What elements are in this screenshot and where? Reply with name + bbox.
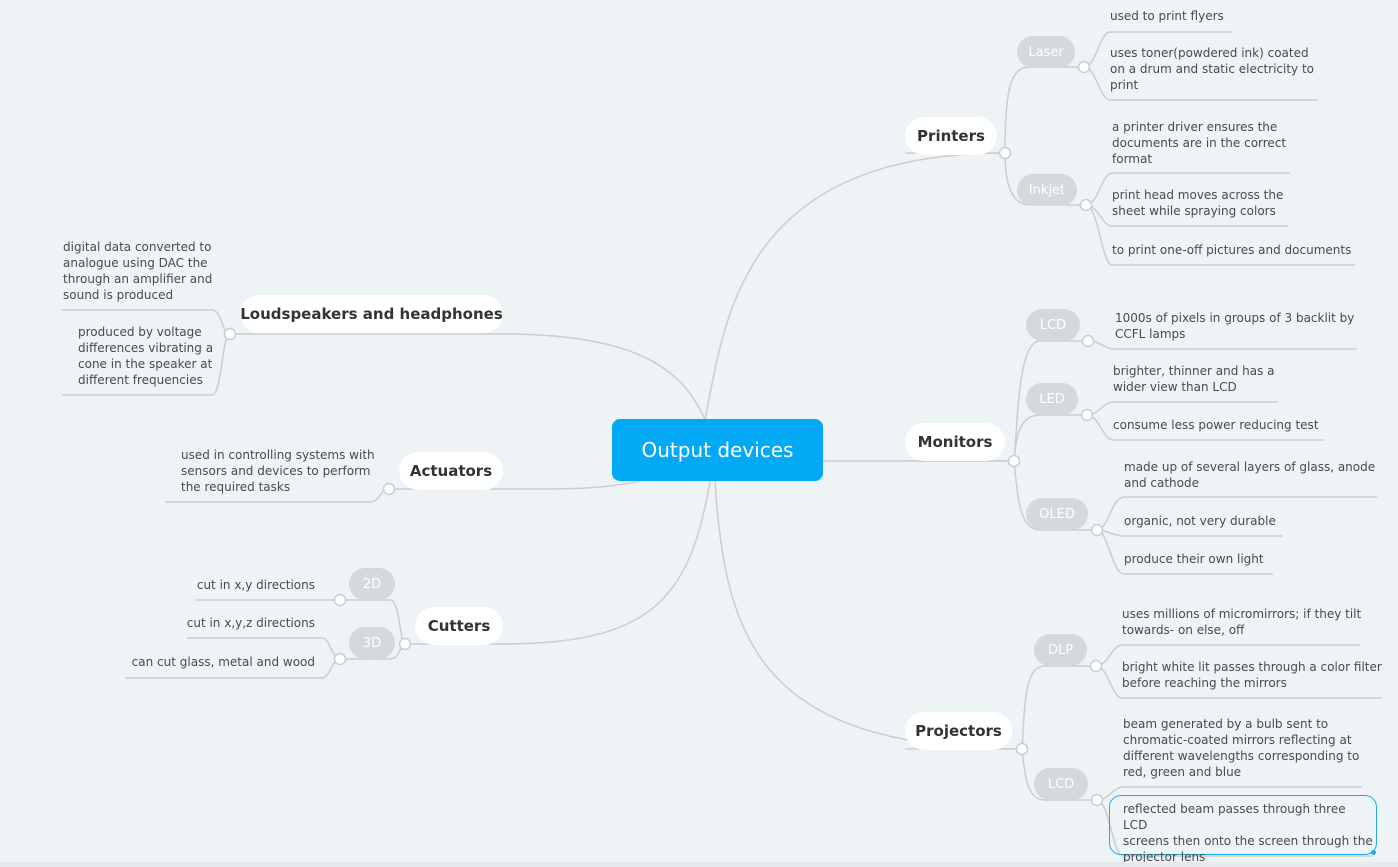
subtopic-led[interactable]: LED <box>1026 383 1078 415</box>
topic-actuators[interactable]: Actuators <box>399 452 503 490</box>
root-topic[interactable]: Output devices <box>612 419 823 481</box>
note-2d-1[interactable]: cut in x,y directions <box>196 578 315 592</box>
subtopic-laser[interactable]: Laser <box>1017 36 1075 68</box>
subtopic-oled[interactable]: OLED <box>1026 498 1088 530</box>
note-led-2[interactable]: consume less power reducing test <box>1113 418 1319 432</box>
note-projector-lcd-1[interactable]: beam generated by a bulb sent to chromat… <box>1123 717 1360 779</box>
note-loudspeakers-2[interactable]: produced by voltage differences vibratin… <box>78 325 214 387</box>
note-loudspeakers-1[interactable]: digital data converted to analogue using… <box>63 240 213 302</box>
topic-cutters[interactable]: Cutters <box>415 607 503 645</box>
resize-handle[interactable] <box>1371 850 1376 855</box>
expand-handle-printers <box>998 146 1012 160</box>
link-cutters <box>501 480 711 645</box>
note-dlp-1[interactable]: uses millions of micromirrors; if they t… <box>1122 607 1362 637</box>
bottom-scroll-strip <box>0 862 1398 867</box>
subtopic-monitor-lcd[interactable]: LCD <box>1026 309 1080 341</box>
expand-handle-projector-lcd <box>1090 793 1104 807</box>
link-printers <box>704 152 1006 421</box>
note-led-1[interactable]: brighter, thinner and has a wider view t… <box>1113 364 1275 394</box>
expand-handle-projectors <box>1015 742 1029 756</box>
expand-handle-monitor-lcd <box>1081 334 1095 348</box>
note-oled-3[interactable]: produce their own light <box>1124 552 1264 566</box>
note-monitor-lcd-1[interactable]: 1000s of pixels in groups of 3 backlit b… <box>1115 311 1355 341</box>
note-3d-1[interactable]: cut in x,y,z directions <box>186 616 315 630</box>
link-actuators <box>501 480 641 490</box>
subtopic-dlp[interactable]: DLP <box>1034 634 1087 666</box>
note-dlp-2[interactable]: bright white lit passes through a color … <box>1122 660 1382 690</box>
expand-handle-3d <box>333 652 347 666</box>
topic-loudspeakers[interactable]: Loudspeakers and headphones <box>240 295 503 333</box>
note-actuators-1[interactable]: used in controlling systems with sensors… <box>181 448 375 494</box>
subtopic-projector-lcd[interactable]: LCD <box>1034 768 1088 800</box>
expand-handle-dlp <box>1089 659 1103 673</box>
expand-handle-inkjet <box>1079 198 1093 212</box>
note-laser-1[interactable]: used to print flyers <box>1110 9 1224 23</box>
note-laser-2[interactable]: uses toner(powdered ink) coated on a dru… <box>1110 46 1315 92</box>
expand-handle-2d <box>333 593 347 607</box>
link-projectors <box>714 480 1023 750</box>
topic-projectors[interactable]: Projectors <box>905 712 1012 750</box>
expand-handle-actuators <box>382 482 396 496</box>
note-3d-2[interactable]: can cut glass, metal and wood <box>131 655 315 669</box>
note-oled-1[interactable]: made up of several layers of glass, anod… <box>1124 460 1376 490</box>
expand-handle-cutters <box>398 637 412 651</box>
topic-printers[interactable]: Printers <box>905 117 997 155</box>
expand-handle-laser <box>1077 60 1091 74</box>
note-inkjet-3[interactable]: to print one-off pictures and documents <box>1112 243 1352 257</box>
expand-handle-loudspeakers <box>223 327 237 341</box>
topic-monitors[interactable]: Monitors <box>905 423 1005 461</box>
expand-handle-led <box>1080 408 1094 422</box>
note-oled-2[interactable]: organic, not very durable <box>1124 514 1276 528</box>
subtopic-2d[interactable]: 2D <box>349 568 395 600</box>
note-inkjet-2[interactable]: print head moves across the sheet while … <box>1112 188 1284 218</box>
subtopic-inkjet[interactable]: Inkjet <box>1017 174 1077 206</box>
selected-node-outline <box>1109 795 1377 855</box>
expand-handle-oled <box>1090 523 1104 537</box>
link-loudspeakers <box>501 333 706 421</box>
expand-handle-monitors <box>1007 454 1021 468</box>
note-projector-lcd-2[interactable]: reflected beam passes through three LCD … <box>1123 802 1373 864</box>
note-inkjet-1[interactable]: a printer driver ensures the documents a… <box>1112 120 1287 166</box>
subtopic-3d[interactable]: 3D <box>349 627 395 659</box>
